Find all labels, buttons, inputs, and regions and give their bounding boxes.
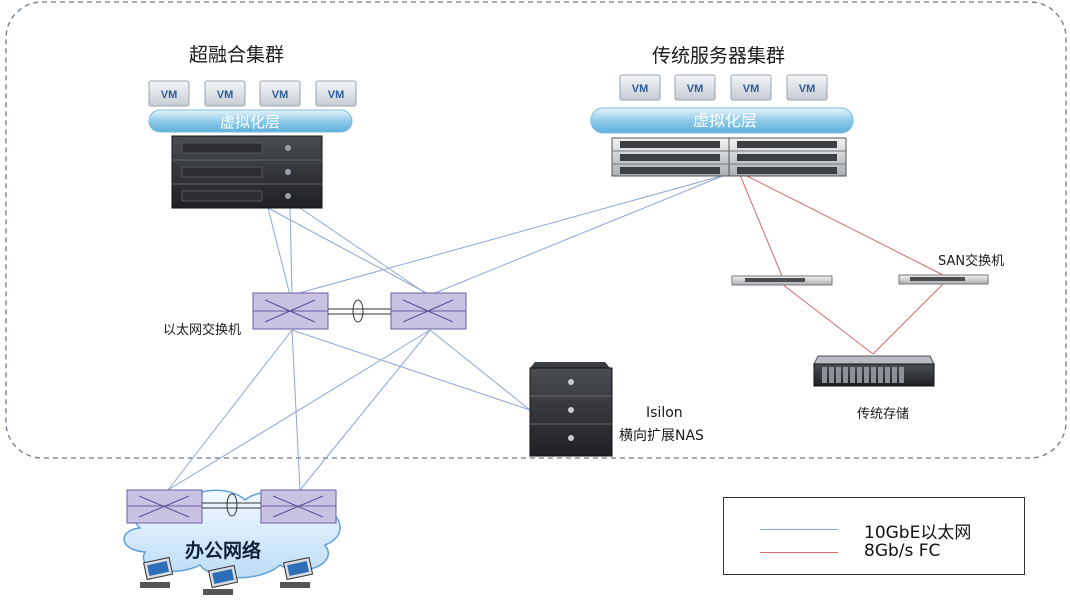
office-computer-icon: [203, 564, 239, 595]
vm-box: [148, 80, 190, 107]
ethernet-switch-label: 以太网交换机: [163, 323, 242, 338]
hci-cluster-title: 超融合集群: [189, 44, 285, 66]
traditional-cluster-title: 传统服务器集群: [652, 45, 786, 67]
traditional-virtualization-layer: 虚拟化层: [590, 107, 854, 134]
switch-stack-link: [328, 299, 391, 323]
office-computer-icon: [280, 556, 314, 588]
vm-label: VM: [632, 83, 649, 95]
office-switch-stack-link: [202, 493, 261, 517]
vm-label: VM: [687, 83, 704, 95]
vm-label: VM: [161, 89, 178, 101]
san-switch-left: [731, 275, 833, 286]
legend-item-fc: 8Gb/s FC: [724, 541, 1024, 565]
traditional-server-rack: [611, 137, 847, 177]
hci-server-stack: [171, 135, 323, 209]
vm-box: [730, 74, 772, 101]
virtualization-layer-label: 虚拟化层: [220, 113, 280, 131]
traditional-vm-row: VM VM VM VM: [619, 74, 828, 101]
vm-label: VM: [217, 89, 234, 101]
fc-links: [739, 174, 944, 355]
vm-box: [259, 80, 301, 107]
legend-label-fc: 8Gb/s FC: [864, 541, 941, 561]
isilon-name-label: Isilon: [646, 405, 683, 421]
san-switch-right: [898, 274, 989, 285]
isilon-nas-stack: [529, 362, 613, 457]
vm-box: [786, 74, 828, 101]
office-switch-right: [260, 489, 337, 524]
office-network-label: 办公网络: [185, 540, 262, 562]
ethernet-links: [167, 174, 726, 491]
vm-label: VM: [799, 83, 816, 95]
vm-label: VM: [743, 83, 760, 95]
hci-virtualization-layer: 虚拟化层: [148, 109, 353, 133]
vm-box: [315, 80, 357, 107]
traditional-storage-array: [813, 355, 935, 387]
vm-label: VM: [272, 89, 289, 101]
legend-line-ethernet: [760, 529, 838, 530]
legend-line-fc: [760, 552, 838, 553]
legend-label-ethernet: 10GbE以太网: [864, 523, 972, 543]
vm-box: [204, 80, 246, 107]
legend-item-ethernet: 10GbE以太网: [724, 518, 1024, 543]
virtualization-layer-label: 虚拟化层: [693, 111, 757, 130]
office-computer-icon: [140, 556, 174, 588]
traditional-storage-label: 传统存储: [857, 407, 910, 422]
vm-label: VM: [328, 89, 345, 101]
ethernet-switch-right: [390, 292, 467, 330]
san-switch-label: SAN交换机: [938, 254, 1005, 269]
ethernet-switch-left: [252, 292, 329, 330]
office-switch-left: [126, 489, 203, 524]
legend: 10GbE以太网 8Gb/s FC: [723, 497, 1025, 575]
isilon-desc-label: 横向扩展NAS: [619, 428, 704, 444]
hci-vm-row: VM VM VM VM: [148, 80, 357, 107]
datacenter-boundary: [5, 1, 1067, 459]
vm-box: [619, 74, 661, 101]
vm-box: [674, 74, 716, 101]
